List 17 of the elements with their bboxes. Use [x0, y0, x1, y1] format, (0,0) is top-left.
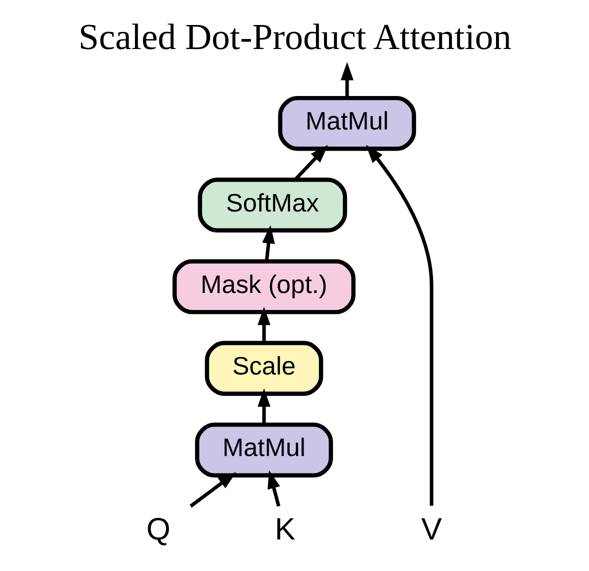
node-box: MatMul	[194, 422, 333, 478]
arrow	[189, 472, 236, 508]
arrow	[257, 306, 270, 343]
node-box: SoftMax	[197, 178, 347, 232]
node-box: Mask (opt.)	[172, 259, 356, 314]
node-box: Scale	[204, 340, 323, 396]
arrow	[365, 144, 433, 506]
arrow	[262, 225, 274, 262]
node-text: Q	[146, 512, 170, 547]
arrow	[267, 470, 280, 507]
node-text: K	[274, 512, 295, 547]
arrow	[257, 388, 270, 425]
arrow	[294, 144, 328, 181]
node-text: V	[420, 512, 442, 547]
diagram-title: Scaled Dot-Product Attention	[78, 16, 511, 57]
node-box: MatMul	[278, 96, 416, 151]
arrow	[340, 62, 354, 98]
